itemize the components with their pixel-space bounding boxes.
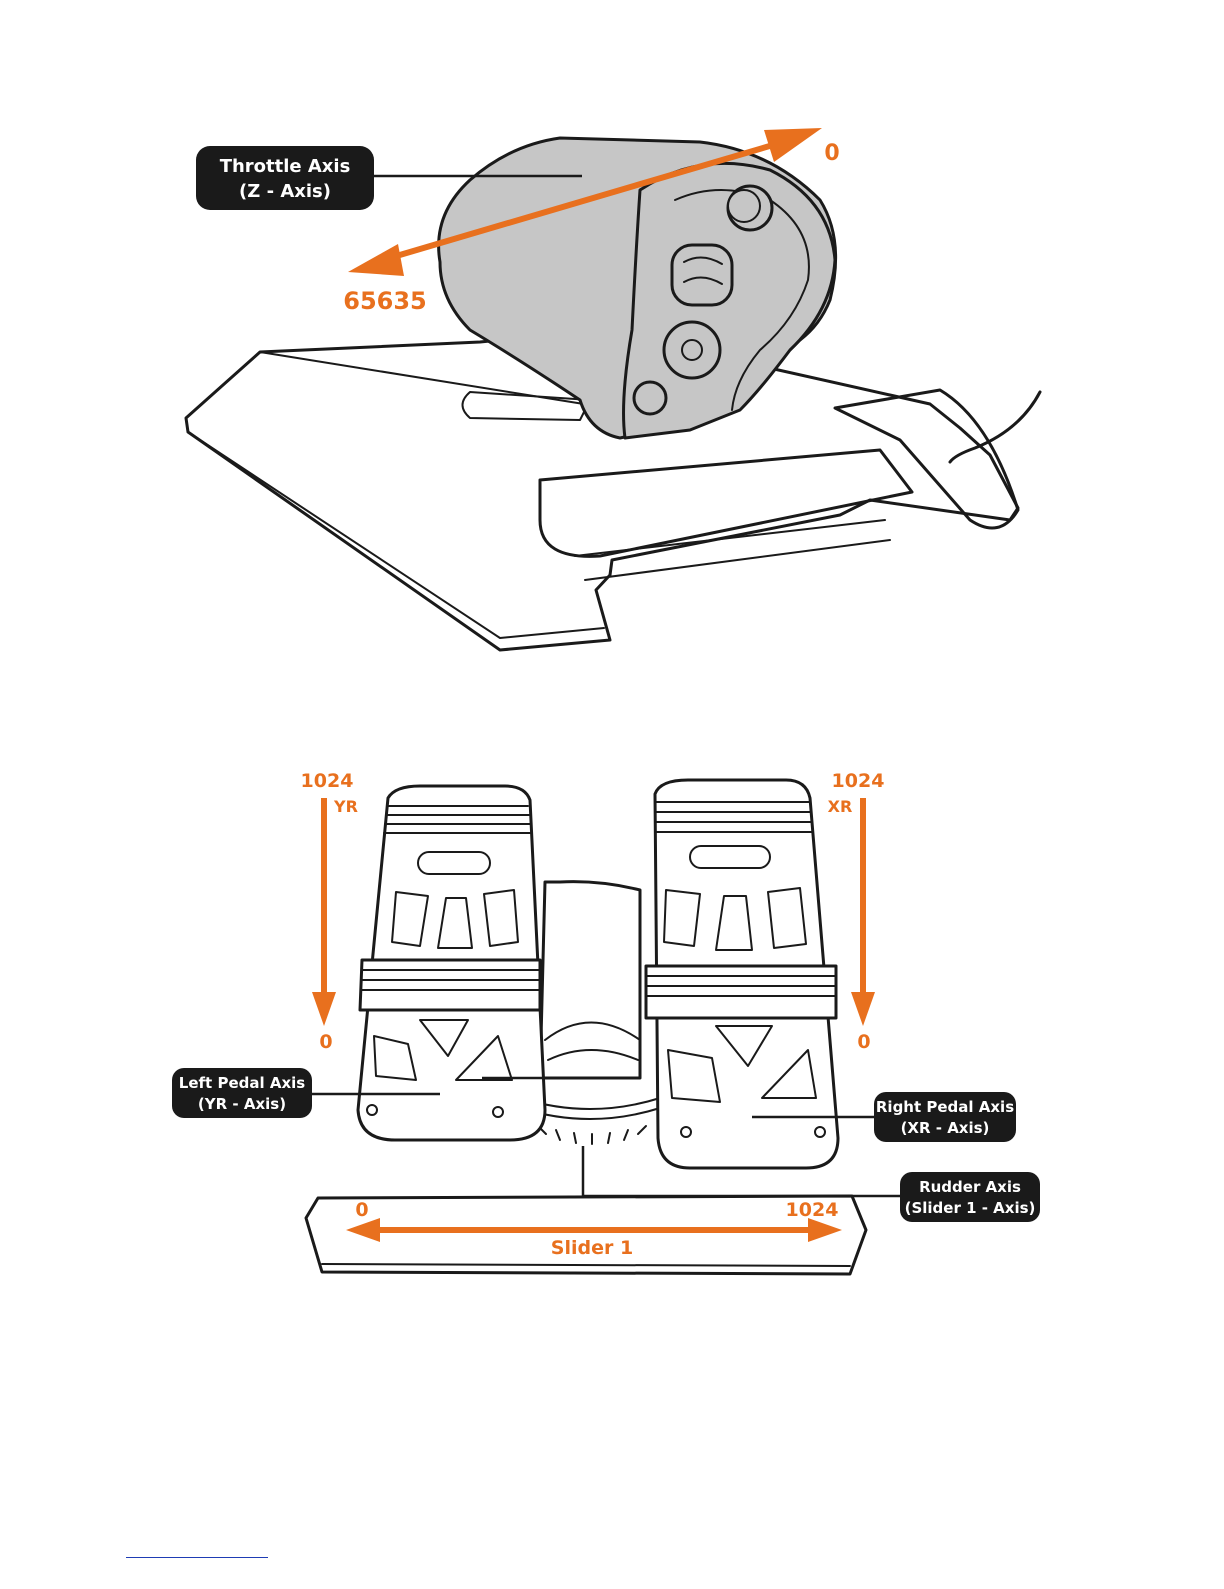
- left-pedal-label-line1: Left Pedal Axis: [179, 1074, 305, 1092]
- slider-right-value: 1024: [786, 1199, 839, 1221]
- right-pedal-label-line2: (XR - Axis): [901, 1119, 990, 1137]
- right-pedal: [646, 780, 838, 1168]
- right-pedal-top-value: 1024: [832, 770, 885, 792]
- right-pedal-label-line1: Right Pedal Axis: [876, 1098, 1014, 1116]
- throttle-illustration: [186, 138, 1040, 650]
- pedals-illustration: [306, 780, 866, 1274]
- slider-name: Slider 1: [551, 1237, 633, 1259]
- right-pedal-axis-arrow: [851, 798, 875, 1026]
- throttle-min-value: 65635: [343, 287, 427, 315]
- slider-left-value: 0: [355, 1199, 368, 1221]
- rudder-label-line1: Rudder Axis: [919, 1178, 1021, 1196]
- left-pedal-label-line2: (YR - Axis): [198, 1095, 286, 1113]
- throttle-max-value: 0: [824, 141, 839, 166]
- left-pedal-axis-arrow: [312, 798, 336, 1026]
- rudder-scale: [538, 1126, 646, 1144]
- left-pedal: [358, 786, 545, 1140]
- rudder-label-line2: (Slider 1 - Axis): [905, 1199, 1036, 1217]
- left-pedal-top-value: 1024: [301, 770, 354, 792]
- left-pedal-axis-tag: YR: [333, 797, 358, 816]
- footnote-rule: [126, 1557, 268, 1558]
- throttle-label-line1: Throttle Axis: [220, 156, 351, 177]
- right-pedal-axis-tag: XR: [828, 797, 853, 816]
- throttle-label-line2: (Z - Axis): [239, 181, 331, 202]
- left-pedal-bottom-value: 0: [319, 1031, 332, 1053]
- right-pedal-bottom-value: 0: [857, 1031, 870, 1053]
